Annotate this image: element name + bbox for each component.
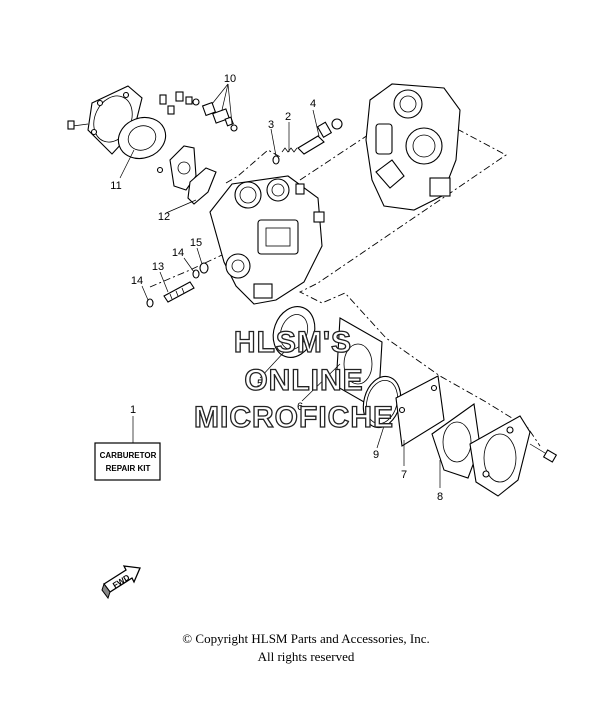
fwd-arrow-icon: FWD: [101, 565, 141, 600]
bolt-part: [529, 443, 558, 463]
carburetor-body-right: [365, 83, 461, 211]
gasket-part: [395, 375, 445, 447]
callout-10: 10: [224, 73, 236, 85]
copyright-line: © Copyright HLSM Parts and Accessories, …: [182, 631, 430, 646]
callout-4: 4: [310, 98, 316, 110]
callout-7: 7: [401, 469, 407, 481]
oring-part: [146, 298, 154, 308]
needle-assembly-part: [201, 101, 238, 132]
carburetor-body-left: [209, 175, 325, 305]
callout-3: 3: [268, 119, 274, 131]
spring-part: [281, 147, 298, 153]
manifold-part: [469, 415, 531, 497]
callout-6: 6: [297, 401, 303, 413]
callout-13: 13: [152, 261, 164, 273]
watermark: HLSM'S ONLINE MICROFICHE: [193, 325, 394, 434]
callout-1: 1: [130, 404, 136, 416]
pump-gasket-part: [187, 167, 217, 205]
callout-15: 15: [190, 237, 202, 249]
callout-2: 2: [285, 111, 291, 123]
repair-kit-label: CARBURETOR REPAIR KIT: [94, 442, 161, 481]
adjust-screw-part: [163, 281, 195, 303]
callout-14: 14: [172, 247, 184, 259]
watermark-line1: HLSM'S: [234, 326, 352, 359]
callout-12: 12: [158, 211, 170, 223]
watermark-line2: ONLINE: [244, 364, 363, 397]
callouts: 1 2 3 4 5 6 7 8 9 10 11 12 13 14 14 15: [110, 73, 443, 503]
callout-5: 5: [257, 378, 263, 390]
diaphragm-part: [117, 116, 167, 160]
oring-part: [192, 269, 200, 279]
repair-kit-line2: REPAIR KIT: [106, 464, 151, 473]
washer-part: [199, 262, 209, 274]
screw-part: [297, 118, 343, 155]
screw-part: [67, 120, 89, 130]
leader-lines: [119, 83, 441, 488]
callout-8: 8: [437, 491, 443, 503]
repair-kit-line1: CARBURETOR: [100, 451, 157, 460]
pump-housing-part: [156, 145, 197, 191]
watermark-line3: MICROFICHE: [194, 401, 394, 434]
oring-part: [272, 155, 280, 165]
callout-11: 11: [110, 180, 121, 192]
small-hardware: [159, 91, 200, 115]
callout-9: 9: [373, 449, 379, 461]
gasket-part: [272, 306, 316, 358]
callout-14: 14: [131, 275, 143, 287]
rights-line: All rights reserved: [257, 649, 355, 664]
